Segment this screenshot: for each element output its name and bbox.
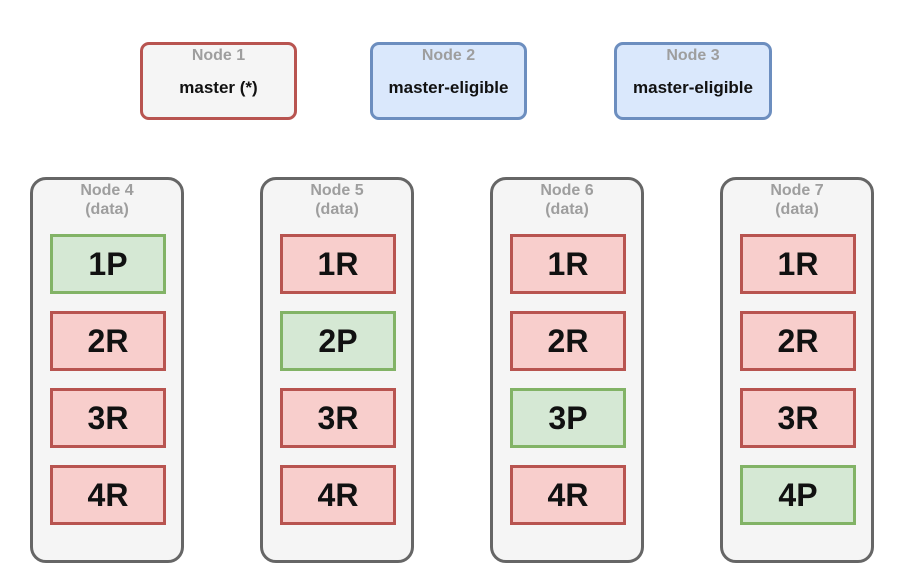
node-name: Node 5 <box>310 182 364 199</box>
primary-shard: 2P <box>280 311 396 371</box>
data-node-7: Node 7 (data) 1R 2R 3R 4P <box>720 177 874 563</box>
node-name: Node 6 <box>540 182 594 199</box>
replica-shard: 4R <box>50 465 166 525</box>
data-node-6: Node 6 (data) 1R 2R 3P 4R <box>490 177 644 563</box>
primary-shard: 1P <box>50 234 166 294</box>
replica-shard: 2R <box>50 311 166 371</box>
node-type: (data) <box>545 201 589 218</box>
replica-shard: 3R <box>740 388 856 448</box>
node-type: (data) <box>775 201 819 218</box>
replica-shard: 1R <box>280 234 396 294</box>
node-name: Node 7 <box>770 182 824 199</box>
data-node-5: Node 5 (data) 1R 2P 3R 4R <box>260 177 414 563</box>
node-type: (data) <box>315 201 359 218</box>
replica-shard: 3R <box>280 388 396 448</box>
node-role: master (*) <box>179 78 258 97</box>
node-type: (data) <box>85 201 129 218</box>
node-role: master-eligible <box>633 78 753 97</box>
master-node-2: Node 2 master-eligible <box>370 42 527 120</box>
node-name: Node 2 <box>421 47 476 64</box>
replica-shard: 4R <box>510 465 626 525</box>
replica-shard: 1R <box>510 234 626 294</box>
replica-shard: 3R <box>50 388 166 448</box>
master-node-3: Node 3 master-eligible <box>614 42 772 120</box>
master-node-1: Node 1 master (*) <box>140 42 297 120</box>
replica-shard: 2R <box>510 311 626 371</box>
node-name: Node 4 <box>80 182 134 199</box>
replica-shard: 2R <box>740 311 856 371</box>
node-role: master-eligible <box>388 78 509 97</box>
node-name: Node 3 <box>666 47 720 64</box>
replica-shard: 4R <box>280 465 396 525</box>
data-node-4: Node 4 (data) 1P 2R 3R 4R <box>30 177 184 563</box>
replica-shard: 1R <box>740 234 856 294</box>
node-name: Node 1 <box>191 47 246 64</box>
primary-shard: 4P <box>740 465 856 525</box>
primary-shard: 3P <box>510 388 626 448</box>
